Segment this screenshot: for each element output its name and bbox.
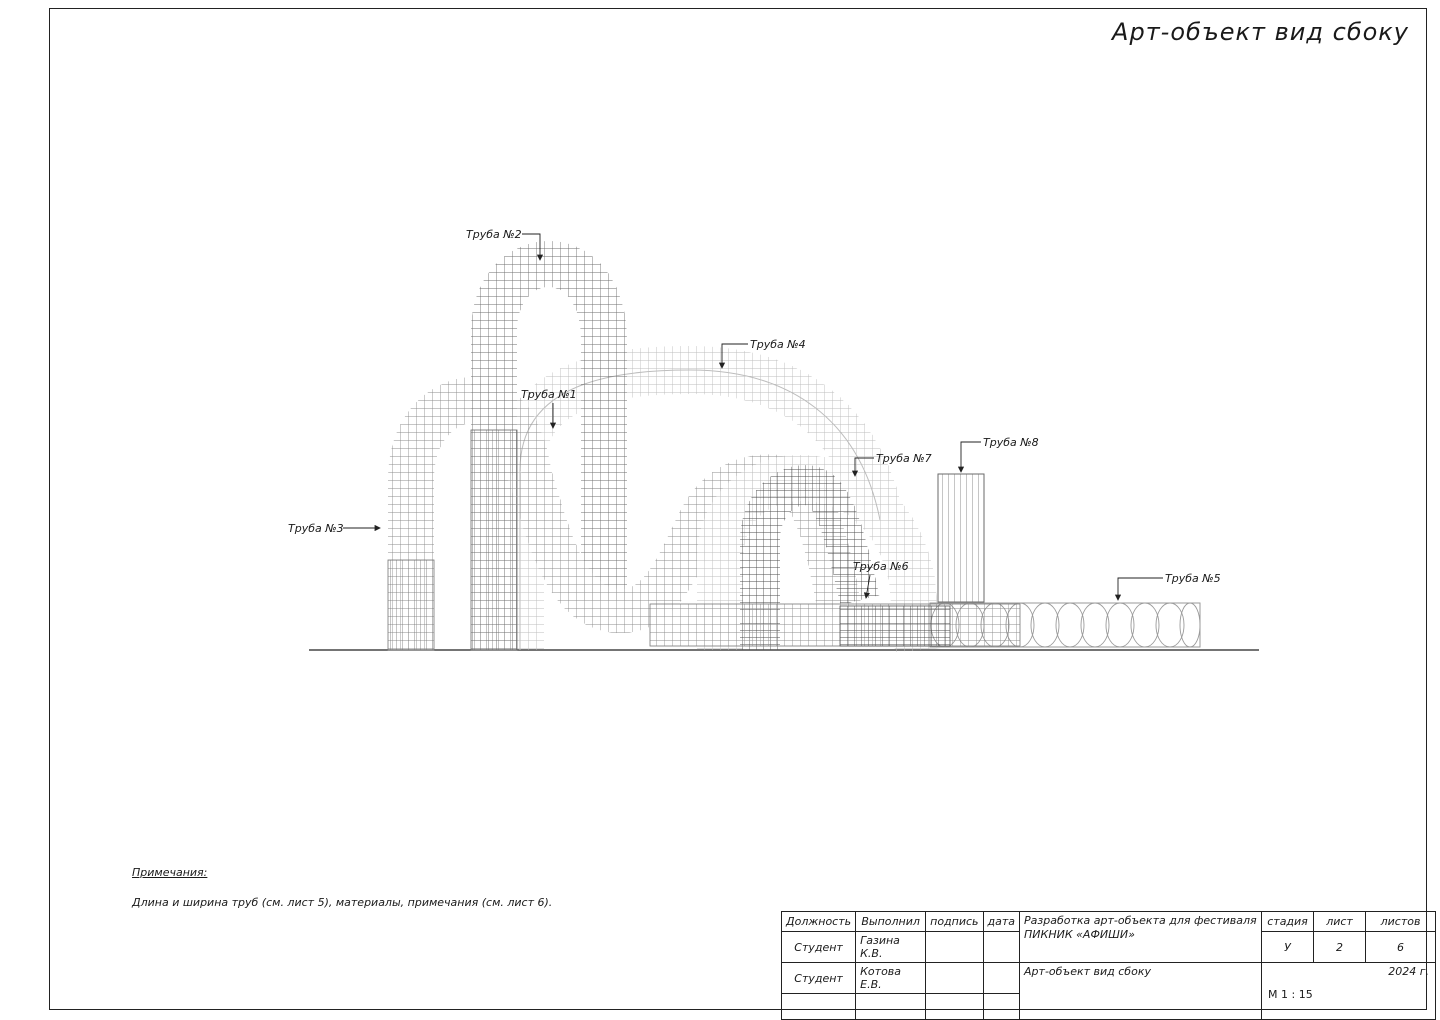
stamp-project-title: Разработка арт-объекта для фестиваля ПИК…: [1019, 911, 1263, 963]
label-pipe-8: Труба №8: [957, 436, 1039, 473]
sheet-title: Арт-объект вид сбоку: [1112, 18, 1409, 46]
notes-text: Длина и ширина труб (см. лист 5), матери…: [132, 896, 553, 909]
label-pipe-5: Труба №5: [1114, 572, 1221, 601]
label-pipe-7: Труба №7: [851, 452, 932, 477]
pipe-6: [649, 465, 1021, 650]
stamp-row1-signature: [925, 931, 984, 963]
stamp-row3-name: [855, 993, 927, 1020]
stamp-header-stage: стадия: [1261, 911, 1315, 932]
svg-text:Труба №1: Труба №1: [521, 388, 577, 401]
svg-text:Труба №2: Труба №2: [466, 228, 522, 241]
label-pipe-6: Труба №6: [853, 560, 909, 599]
svg-text:Труба №5: Труба №5: [1165, 572, 1221, 585]
pipe-4: [496, 345, 904, 650]
label-pipe-4: Труба №4: [718, 338, 806, 369]
stamp-header-performed: Выполнил: [855, 911, 927, 932]
stamp-row1-name: Газина К.В.: [855, 931, 927, 963]
stamp-sheets-value: 6: [1365, 931, 1437, 963]
stamp-sheet-value: 2: [1313, 931, 1367, 963]
stamp-sheet-name: Арт-объект вид сбоку: [1019, 962, 1263, 1020]
stamp-row1-date: [982, 931, 1021, 963]
stamp-row3-signature: [925, 993, 984, 1020]
title-block: Должность Выполнил подпись дата Разработ…: [780, 911, 1437, 1020]
svg-text:Труба №4: Труба №4: [750, 338, 806, 351]
pipe-2: [470, 240, 627, 651]
drawing-frame: [49, 8, 1427, 1010]
stamp-header-sheet: лист: [1313, 911, 1367, 932]
stamp-scale: М 1 : 15: [1268, 988, 1313, 1001]
notes-title: Примечания:: [132, 866, 208, 879]
stamp-header-sheets: листов: [1365, 911, 1437, 932]
svg-text:Труба №8: Труба №8: [983, 436, 1039, 449]
stamp-year-scale-cell: 2024 г. М 1 : 15: [1261, 962, 1437, 1020]
stamp-row2-date: [982, 962, 1021, 994]
stamp-header-signature: подпись: [925, 911, 984, 932]
label-pipe-2: Труба №2: [466, 228, 544, 261]
svg-text:Труба №7: Труба №7: [876, 452, 932, 465]
label-pipe-1: Труба №1: [521, 388, 577, 429]
stamp-row3-date: [982, 993, 1021, 1020]
pipe-8: [937, 473, 985, 603]
stamp-row2-signature: [925, 962, 984, 994]
stamp-header-position: Должность: [780, 911, 857, 932]
label-pipe-3: Труба №3: [288, 522, 381, 535]
stamp-stage-value: У: [1261, 931, 1315, 963]
stamp-row2-role: Студент: [780, 962, 857, 994]
stamp-row1-role: Студент: [780, 931, 857, 963]
stamp-row2-name: Котова Е.В.: [855, 962, 927, 994]
stamp-header-date: дата: [982, 911, 1021, 932]
svg-text:Труба №6: Труба №6: [853, 560, 909, 573]
svg-text:Труба №3: Труба №3: [288, 522, 344, 535]
stamp-year: 2024 г.: [1388, 965, 1430, 978]
stamp-row3-role: [780, 993, 857, 1020]
